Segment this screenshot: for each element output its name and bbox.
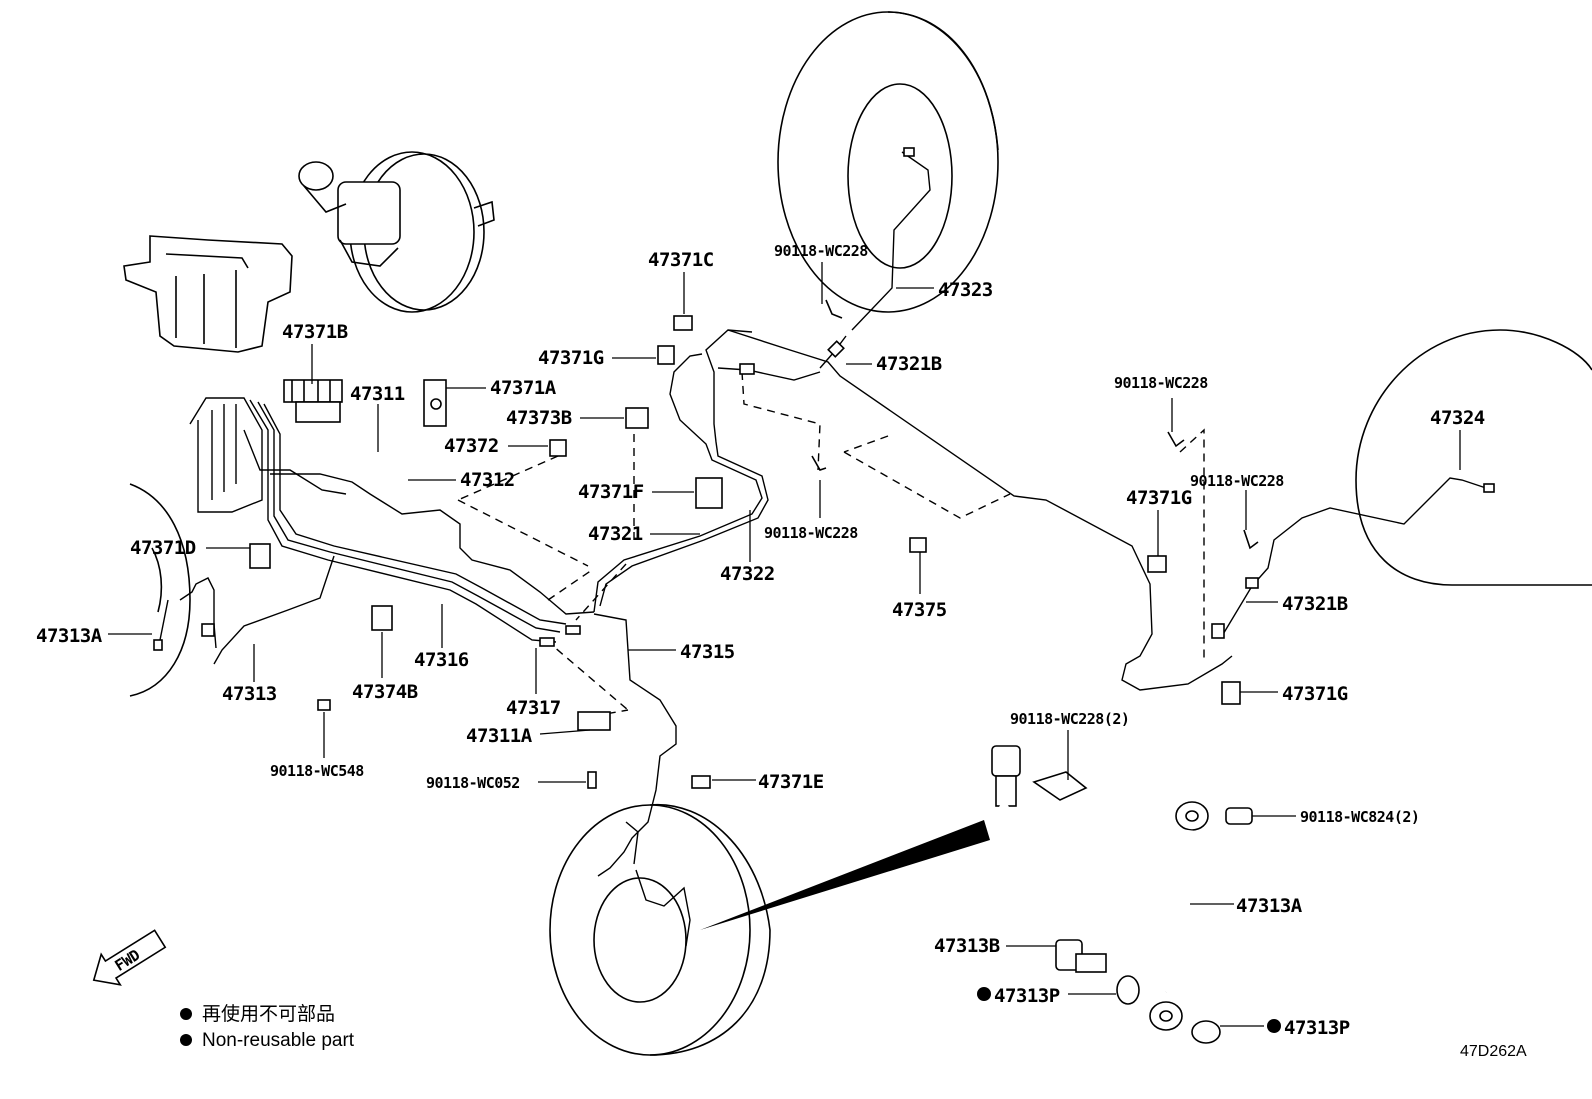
label-90118-WC228-right: 90118-WC228 [1114,374,1208,392]
label-47322: 47322 [720,563,775,585]
label-47371F: 47371F [578,481,644,503]
label-47374B: 47374B [352,681,418,703]
abs-actuator-sketch [123,235,293,353]
label-90118-WC228-top: 90118-WC228 [774,242,868,260]
brake-booster-sketch [298,151,495,313]
callouts: 47371C 90118-WC228 47323 47371B 47371G 4… [36,242,1485,1039]
rear-right-wheel [777,11,999,313]
front-left-wheel [129,483,191,697]
rear-left-wheel [1355,329,1592,586]
label-47315: 47315 [680,641,735,663]
label-47321B-right: 47321B [1282,593,1348,615]
label-47321B-top: 47321B [876,353,942,375]
front-right-wheel [549,803,771,1056]
brake-pipes [157,151,1493,947]
legend-dot-icon [180,1034,192,1046]
label-47371A: 47371A [490,377,557,399]
label-90118-WC824-2: 90118-WC824(2) [1300,808,1419,826]
non-reusable-dot [1267,1019,1281,1033]
label-90118-WC228-2: 90118-WC228(2) [1010,710,1129,728]
fwd-arrow: FWD [92,929,167,986]
non-reusable-dot [977,987,991,1001]
label-47371G-left: 47371G [538,347,604,369]
label-47313A-detail: 47313A [1236,895,1303,917]
label-47324: 47324 [1430,407,1485,429]
clamp-parts [153,147,1495,789]
label-90118-WC548: 90118-WC548 [270,762,364,780]
label-47371G-right: 47371G [1282,683,1348,705]
label-47317: 47317 [506,697,561,719]
label-47316: 47316 [414,649,469,671]
label-47313P-left: 47313P [994,985,1060,1007]
label-90118-WC228-mid: 90118-WC228 [764,524,858,542]
label-47312: 47312 [460,469,515,491]
leader-lines [108,262,1461,1027]
label-47375: 47375 [892,599,947,621]
label-90118-WC052: 90118-WC052 [426,774,520,792]
label-47371C: 47371C [648,249,714,271]
legend-jp: 再使用不可部品 [202,1003,335,1025]
label-47311: 47311 [350,383,405,405]
label-47311A: 47311A [466,725,533,747]
label-47323: 47323 [938,279,993,301]
legend-en: Non-reusable part [202,1030,355,1051]
label-47371D: 47371D [130,537,196,559]
label-47373B: 47373B [506,407,572,429]
label-47371G-mid: 47371G [1126,487,1192,509]
label-90118-WC228-far-right: 90118-WC228 [1190,472,1284,490]
hose-detail-inset [700,745,1253,1044]
legend: 再使用不可部品 Non-reusable part [180,1003,355,1051]
label-47313A-left: 47313A [36,625,103,647]
figure-code: 47D262A [1460,1043,1527,1060]
legend-dot-icon [180,1008,192,1020]
label-47371E: 47371E [758,771,824,793]
label-47371B: 47371B [282,321,348,343]
label-47313P-right: 47313P [1284,1017,1350,1039]
label-47321: 47321 [588,523,643,545]
dashed-guides [457,371,1205,717]
label-47313B: 47313B [934,935,1000,957]
label-47313: 47313 [222,683,277,705]
label-47372: 47372 [444,435,499,457]
